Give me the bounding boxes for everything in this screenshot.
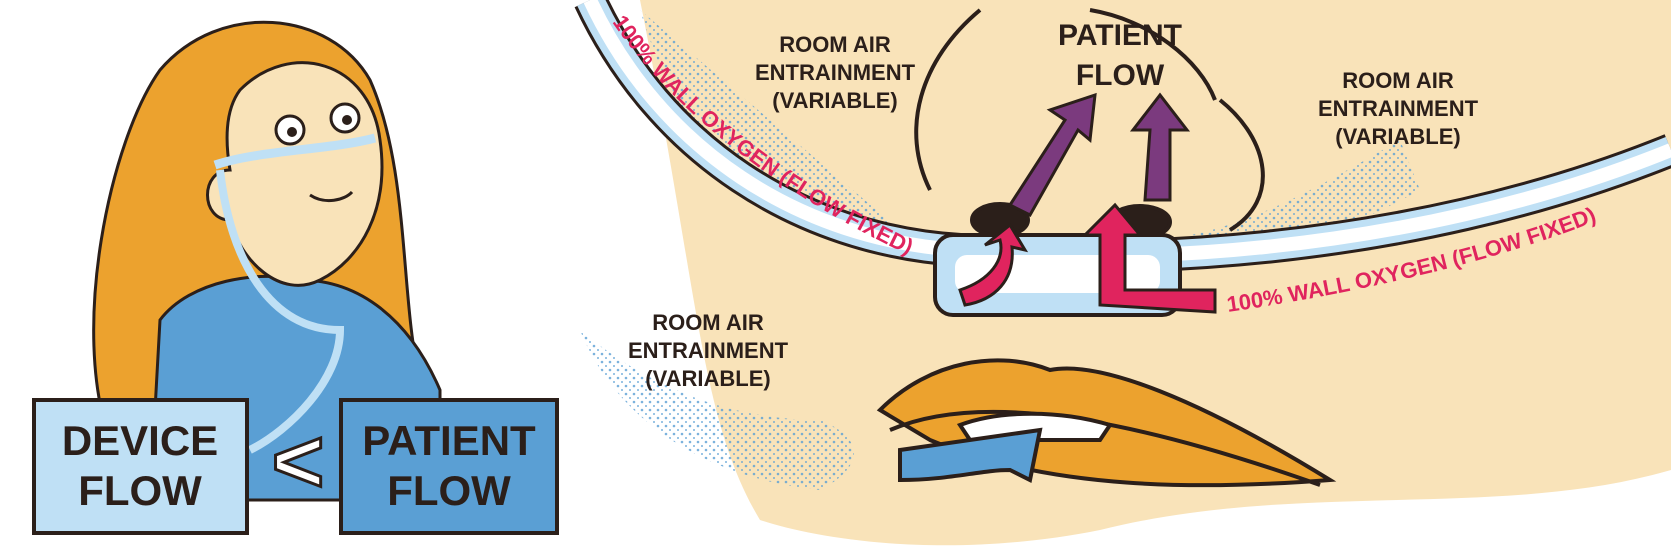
svg-text:ROOM AIR: ROOM AIR	[1342, 68, 1454, 93]
room-air-top-left-label: ROOM AIR ENTRAINMENT (VARIABLE)	[755, 32, 916, 113]
mouth	[876, 358, 1337, 488]
svg-text:ENTRAINMENT: ENTRAINMENT	[1318, 96, 1479, 121]
svg-text:ENTRAINMENT: ENTRAINMENT	[755, 60, 916, 85]
less-than-sign: <	[272, 412, 325, 512]
patient-flow-arrows-icon	[958, 92, 1217, 314]
svg-text:ENTRAINMENT: ENTRAINMENT	[628, 338, 789, 363]
svg-text:ROOM AIR: ROOM AIR	[779, 32, 891, 57]
svg-text:PATIENT: PATIENT	[1058, 19, 1182, 52]
patient-flow-box-line2: FLOW	[387, 467, 511, 514]
svg-text:(VARIABLE): (VARIABLE)	[1335, 124, 1460, 149]
patient-flow-label: PATIENT FLOW	[1058, 19, 1182, 92]
room-air-bottom-label: ROOM AIR ENTRAINMENT (VARIABLE)	[628, 310, 789, 391]
svg-text:(VARIABLE): (VARIABLE)	[645, 366, 770, 391]
device-flow-line1: DEVICE	[62, 417, 218, 464]
svg-text:(VARIABLE): (VARIABLE)	[772, 88, 897, 113]
patient-flow-box-line1: PATIENT	[362, 417, 536, 464]
svg-text:FLOW: FLOW	[1076, 59, 1165, 92]
room-air-top-right-label: ROOM AIR ENTRAINMENT (VARIABLE)	[1318, 68, 1479, 149]
patient-flow-box	[339, 398, 559, 535]
device-flow-box	[32, 398, 249, 535]
svg-text:ROOM AIR: ROOM AIR	[652, 310, 764, 335]
device-flow-line2: FLOW	[78, 467, 202, 514]
